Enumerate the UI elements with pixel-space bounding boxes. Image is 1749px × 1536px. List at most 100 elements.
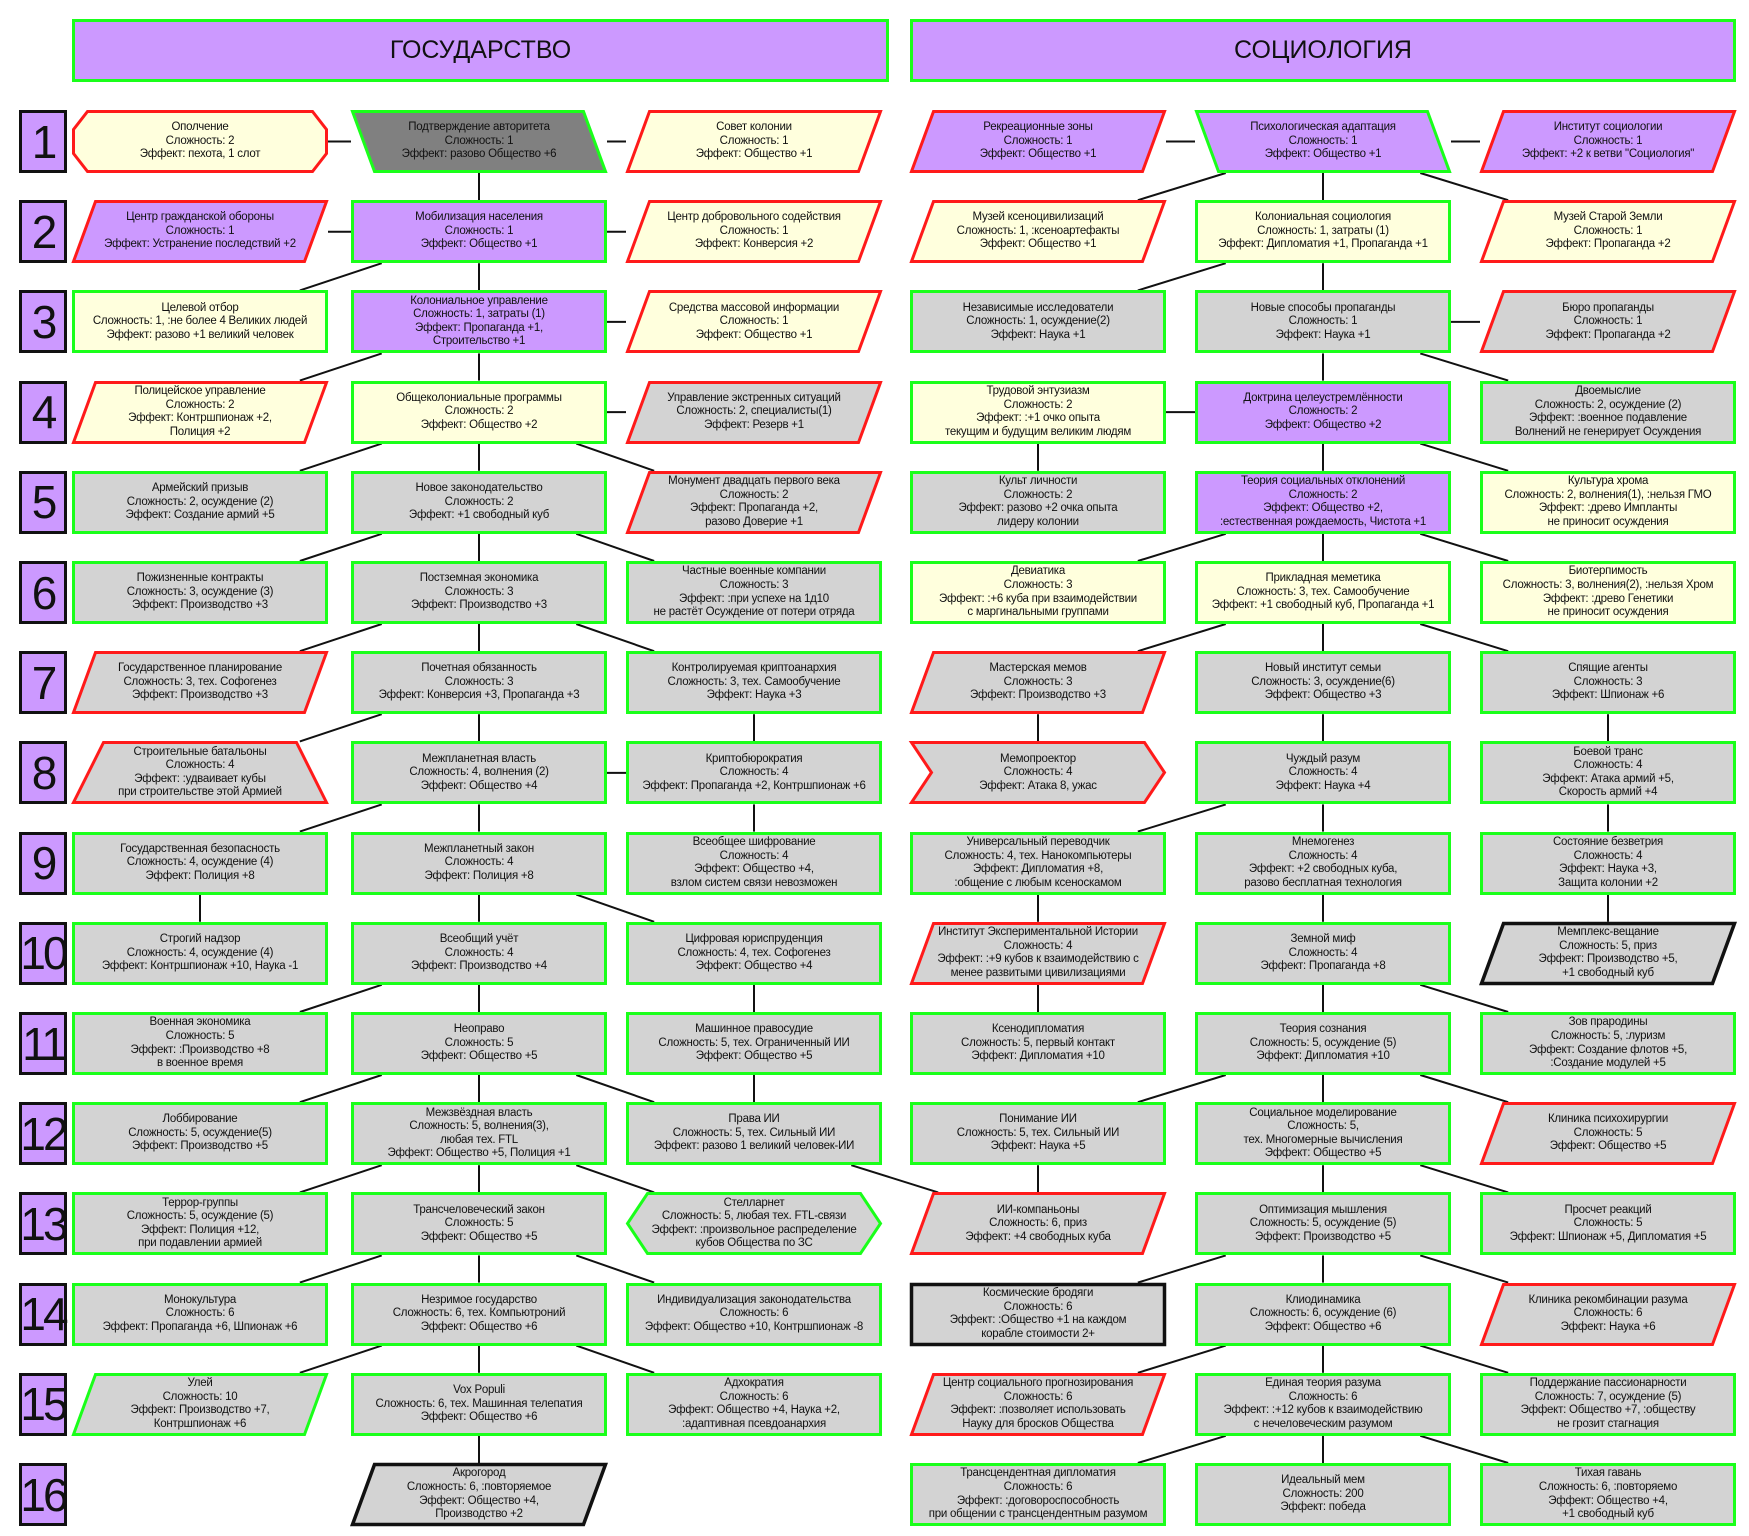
node-detail: Сложность: 6: [165, 1307, 235, 1320]
node-shape: [1479, 1102, 1737, 1166]
node-detail: Эффект: Дипломатия +10: [1256, 1050, 1390, 1063]
node-detail: не грозит стагнация: [1557, 1417, 1659, 1430]
node-detail: Эффект: :позволяет использовать: [950, 1404, 1126, 1417]
node-detail: Эффект: Пропаганда +2,: [690, 502, 818, 515]
node-outline: [1195, 921, 1451, 985]
node-shape: [1195, 380, 1451, 444]
node-detail: Эффект: Общество +10, Контршпионаж -8: [644, 1320, 864, 1333]
connector-line: [299, 803, 383, 833]
node-detail: Сложность: 5: [444, 1217, 514, 1230]
node-detail: Эффект: Производство +3: [132, 689, 268, 702]
node-detail: Сложность: 5,: [1287, 1120, 1359, 1133]
connector-line: [299, 1254, 383, 1284]
node-detail: Эффект: Общество +3: [1264, 689, 1382, 702]
node-outline: [910, 380, 1166, 444]
node-detail: Сложность: 5, волнения(3),: [409, 1120, 549, 1133]
node-detail: Эффект: Создание флотов +5,: [1528, 1043, 1688, 1056]
node-detail: Сложность: 4: [1003, 766, 1073, 779]
node-shape: [1195, 1012, 1451, 1075]
node-detail: Эффект: Общество +1: [695, 148, 813, 161]
node-detail: Сложность: 1, :ксеноартефакты: [956, 224, 1120, 237]
node-outline: [72, 1102, 328, 1166]
node-title: Армейский призыв: [151, 481, 249, 494]
node-detail: Эффект: Общество +4,: [419, 1494, 539, 1507]
node-outline: [72, 921, 328, 985]
node-detail: Науку для бросков Общества: [962, 1417, 1114, 1430]
tier-number: 7: [19, 651, 67, 715]
node-detail: Сложность: 6: [719, 1307, 789, 1320]
node-title: Институт социологии: [1553, 121, 1663, 134]
node-outline: [351, 290, 607, 354]
node-outline: [350, 110, 608, 173]
node-detail: Эффект: :договороспособность: [956, 1494, 1120, 1507]
node-title: Целевой отбор: [161, 301, 239, 314]
node-title: Новое законодательство: [415, 481, 543, 494]
node-detail: не растёт Осуждение от потери отряда: [653, 606, 855, 619]
node-detail: Эффект: Атака 8, ужас: [979, 779, 1097, 792]
connector-line: [299, 983, 383, 1013]
node-shape: [909, 921, 1167, 985]
node-detail: Сложность: 4, тех. Софогенез: [677, 946, 831, 959]
node-detail: Эффект: Контршпионаж +10, Наука -1: [101, 960, 299, 973]
node-detail: Эффект: Наука +3,: [1559, 863, 1657, 876]
node-detail: Контршпионаж +6: [153, 1417, 247, 1430]
node-title: Просчет реакций: [1564, 1203, 1652, 1216]
node-detail: не приносит осуждения: [1547, 515, 1669, 528]
node-detail: Сложность: 3, осуждение (3): [126, 585, 274, 598]
connector-line: [299, 532, 383, 562]
node-outline: [908, 741, 1167, 805]
node-title: Поддержание пассионарности: [1529, 1377, 1687, 1390]
node-detail: Сложность: 2, осуждение (2): [126, 495, 274, 508]
node-detail: Сложность: 1: [1573, 134, 1643, 147]
node-detail: +1 свободный куб: [1562, 966, 1654, 979]
node-outline: [625, 1192, 883, 1256]
node-shape: [1480, 380, 1736, 444]
node-title: Улей: [187, 1377, 213, 1390]
node-detail: Эффект: Производство +4: [411, 960, 547, 973]
node-title: Межпланетный закон: [424, 842, 534, 855]
node-shape: [626, 1372, 882, 1436]
node-shape: [71, 741, 329, 805]
node-title: Частные военные компании: [682, 565, 826, 578]
node-outline: [72, 470, 328, 534]
node-detail: Эффект: +2 к ветви "Социология": [1521, 148, 1695, 161]
node-detail: Эффект: Шпионаж +6: [1551, 689, 1665, 702]
node-title: Единая теория разума: [1265, 1377, 1381, 1390]
node-outline: [72, 1012, 328, 1075]
connector-line: [1419, 172, 1509, 202]
node-title: Строгий надзор: [159, 932, 241, 945]
node-detail: Скорость армий +4: [1558, 786, 1658, 799]
node-detail: Сложность: 4: [444, 946, 514, 959]
connector-line: [1419, 1074, 1509, 1104]
node-outline: [72, 831, 328, 895]
node-outline: [1480, 561, 1736, 624]
node-shape: [1195, 1192, 1451, 1256]
node-shape: [626, 1282, 882, 1346]
node-outline: [910, 561, 1166, 624]
connector-line: [1137, 262, 1227, 292]
node-shape: [910, 380, 1166, 444]
node-detail: Эффект: Наука +3: [706, 689, 802, 702]
node-detail: Эффект: Производство +3: [970, 689, 1106, 702]
node-detail: Эффект: разово +2 очка опыта: [958, 502, 1118, 515]
